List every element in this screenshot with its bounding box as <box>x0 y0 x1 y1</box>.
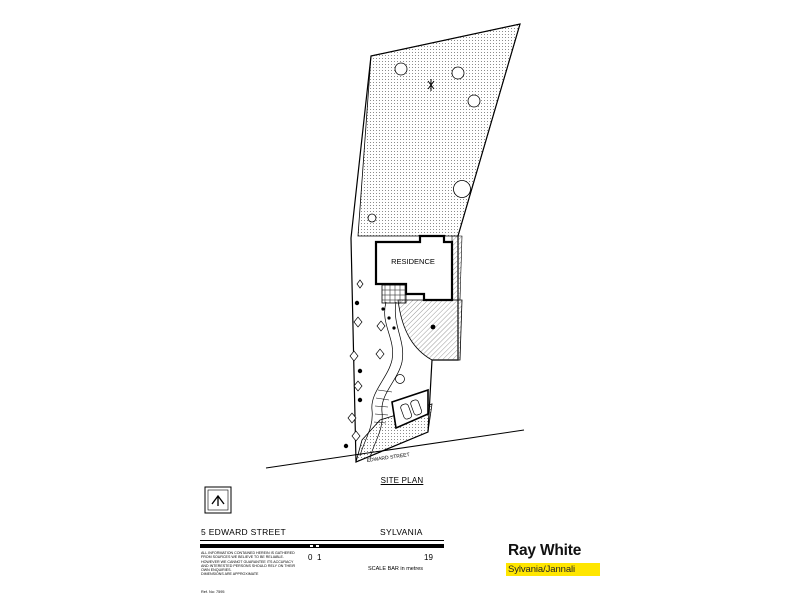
car-icon <box>410 399 422 416</box>
footpath-steps <box>373 389 393 424</box>
plant-icon <box>356 279 364 289</box>
scale-bar <box>200 544 444 548</box>
backyard-lawn <box>357 23 521 237</box>
edward-street <box>265 429 525 469</box>
shrub-icon <box>395 374 405 384</box>
plant-icon <box>351 430 361 442</box>
scale-end-label: 19 <box>424 553 433 562</box>
disclaimer-text: ALL INFORMATION CONTAINED HEREIN IS GATH… <box>201 551 296 577</box>
plant-icon <box>347 412 357 424</box>
front-deck <box>381 284 407 304</box>
plant-icon <box>375 348 385 360</box>
property-suburb: SYLVANIA <box>380 527 423 537</box>
plant-icon <box>353 380 363 392</box>
scale-caption: SCALE BAR in metres <box>368 566 424 572</box>
residence-building <box>374 234 454 302</box>
north-arrow-icon <box>204 486 232 514</box>
car-icon <box>400 403 412 420</box>
plant-icon <box>353 316 363 328</box>
plant-icon <box>349 350 359 362</box>
plant-icon <box>343 443 349 449</box>
plant-icon <box>354 300 360 306</box>
plant-icon <box>392 326 396 330</box>
tree-icon <box>367 213 377 223</box>
plant-icon <box>430 324 436 330</box>
site-plan-title: SITE PLAN <box>380 476 424 485</box>
shrub-cluster <box>427 79 435 91</box>
brand-badge <box>506 563 600 576</box>
carport <box>391 388 429 430</box>
plant-icon <box>381 307 385 311</box>
scale-start-label: 0 <box>308 553 313 562</box>
plant-icon <box>357 397 363 403</box>
titleblock-divider <box>200 540 444 541</box>
brand-office: Sylvania/Jannali <box>508 564 576 575</box>
plant-icon <box>387 316 391 320</box>
reference-number: Ref. No: 7595 <box>201 590 225 594</box>
plant-icon <box>376 320 386 332</box>
tree-icon <box>451 66 465 80</box>
side-paving <box>451 235 463 301</box>
residence-label: RESIDENCE <box>391 257 435 266</box>
tree-icon <box>453 180 471 198</box>
property-address: 5 EDWARD STREET <box>201 527 286 537</box>
tree-icon <box>467 94 481 108</box>
tree-icon <box>394 62 408 76</box>
brand-logo: Ray White <box>508 542 582 559</box>
street-label: EDWARD STREET <box>366 452 410 464</box>
side-garden <box>397 299 463 361</box>
plant-icon <box>357 368 363 374</box>
scale-first-label: 1 <box>317 553 322 562</box>
